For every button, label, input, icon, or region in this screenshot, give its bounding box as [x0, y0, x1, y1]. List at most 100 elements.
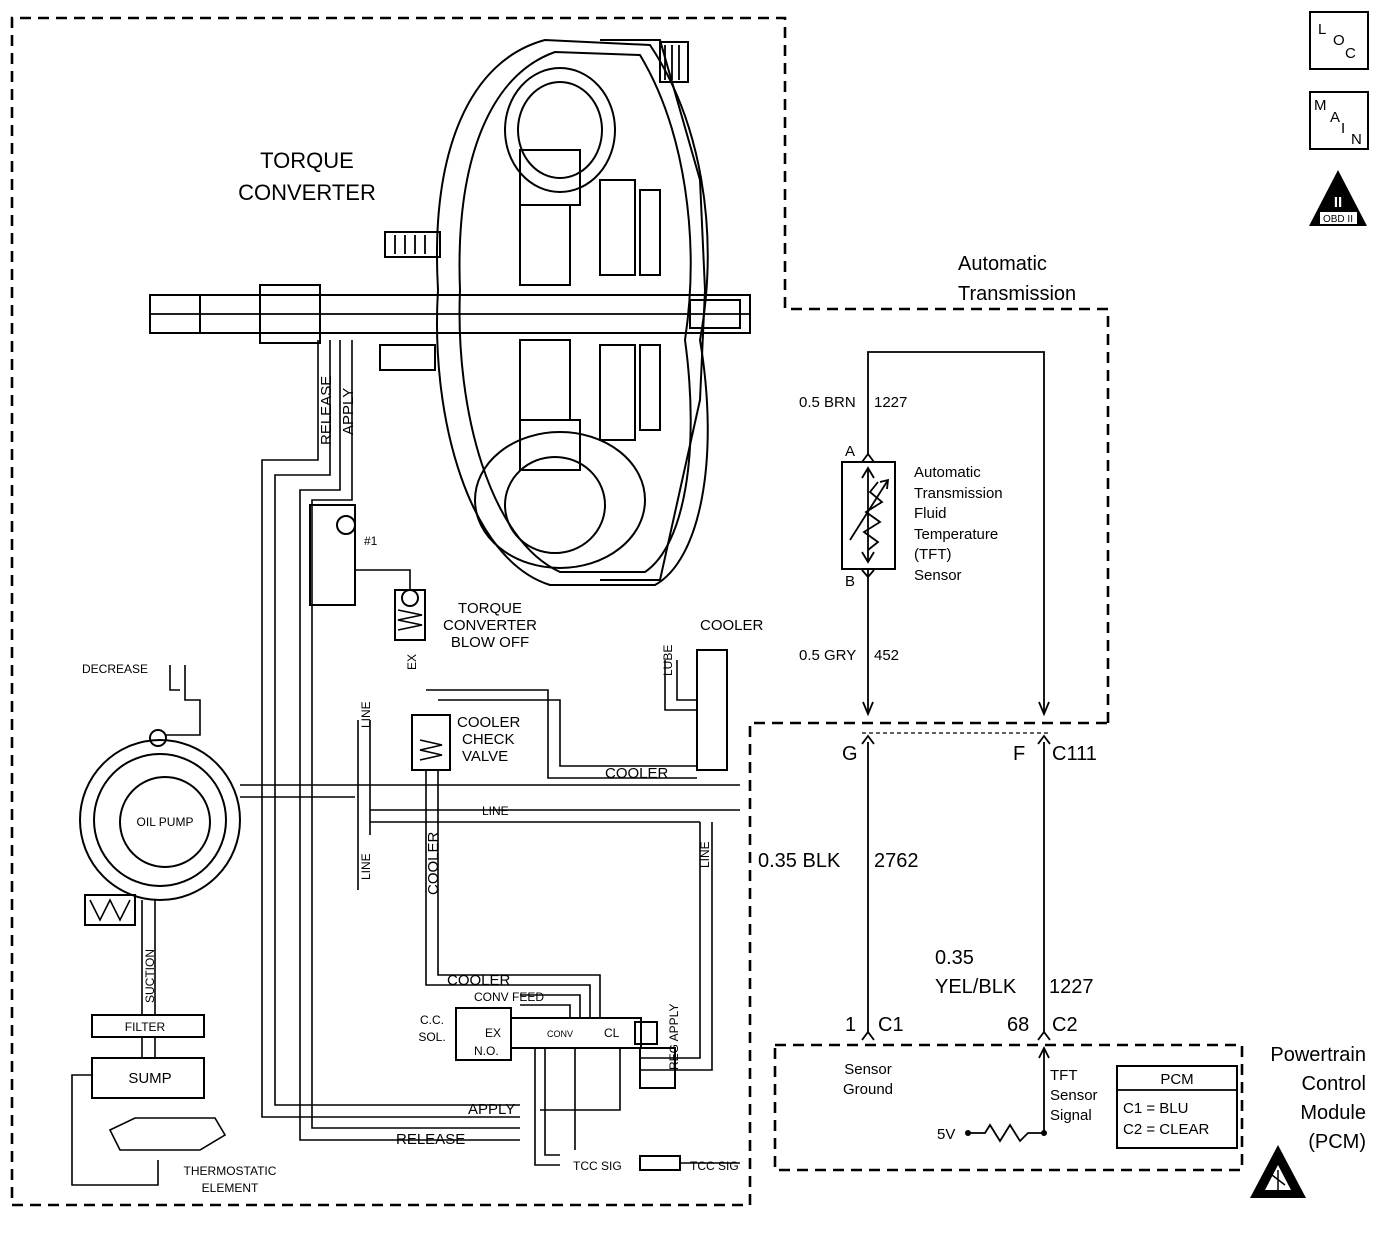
- tft-signal-label-3: Signal: [1050, 1107, 1092, 1124]
- oil-pump-label: OIL PUMP: [137, 815, 194, 829]
- pcm-title-3: Module: [1300, 1102, 1366, 1124]
- connector-pin-g: G: [842, 743, 858, 765]
- pcm-legend-header: PCM: [1160, 1071, 1193, 1088]
- connector-c111-label: C111: [1052, 743, 1097, 765]
- ref-voltage-label: 5V: [937, 1126, 955, 1143]
- release-label: RELEASE: [318, 376, 335, 445]
- pcm-internal-circuit: [965, 1045, 1050, 1143]
- filter-label: FILTER: [125, 1020, 166, 1034]
- svg-text:L: L: [1318, 21, 1326, 38]
- lube-label: LUBE: [661, 645, 675, 676]
- wire-right-gauge-2: YEL/BLK: [935, 976, 1017, 998]
- sensor-ground-label-1: Sensor: [844, 1061, 892, 1078]
- cl-label: CL: [604, 1026, 620, 1040]
- apply-bottom-label: APPLY: [468, 1101, 515, 1118]
- cooler-vertical-label: COOLER: [425, 831, 442, 895]
- sensor-name-2: Transmission: [914, 485, 1003, 502]
- line-label-1: LINE: [359, 701, 373, 728]
- pcm-conn-c1: C1: [878, 1014, 904, 1036]
- hydraulic-lines: [71, 340, 740, 1186]
- cooler-label: COOLER: [700, 617, 764, 634]
- pcm-boundary: [773, 1043, 1244, 1172]
- torque-converter-title-2: CONVERTER: [238, 180, 376, 205]
- pcm-title-4: (PCM): [1308, 1131, 1366, 1153]
- thermostatic-label-2: ELEMENT: [202, 1181, 259, 1195]
- wire-right-gauge-1: 0.35: [935, 947, 974, 969]
- line-label-2: LINE: [359, 853, 373, 880]
- torque-converter-drawing: [149, 38, 751, 586]
- exhaust-label: EX: [405, 654, 419, 670]
- wire-bottom-gauge: 0.5 GRY: [799, 647, 856, 664]
- pcm-legend-row-1: C1 = BLU: [1123, 1100, 1188, 1117]
- obd-ii-icon[interactable]: II OBD II: [1309, 170, 1367, 226]
- svg-text:N: N: [1351, 131, 1362, 148]
- sensor-name-3: Fluid: [914, 505, 947, 522]
- pcm-conn-c2: C2: [1052, 1014, 1078, 1036]
- pcm-pin-1: 1: [845, 1014, 856, 1036]
- sensor-name-4: Temperature: [914, 526, 998, 543]
- wire-left-circuit: 2762: [874, 850, 919, 872]
- tft-signal-label-2: Sensor: [1050, 1087, 1098, 1104]
- wire-right-circuit: 1227: [1049, 976, 1094, 998]
- cooler-check-label-3: VALVE: [462, 748, 508, 765]
- tcc-sig-label-1: TCC SIG: [573, 1159, 622, 1173]
- sensor-name-6: Sensor: [914, 567, 962, 584]
- cc-sol-label-2: SOL.: [418, 1030, 445, 1044]
- check-ball-label: #1: [364, 534, 378, 548]
- tft-sensor: [841, 461, 896, 570]
- svg-text:O: O: [1333, 32, 1345, 49]
- wire-top-circuit: 1227: [874, 394, 907, 411]
- blow-off-label-2: CONVERTER: [443, 617, 537, 634]
- svg-text:M: M: [1314, 97, 1327, 114]
- reg-apply-label: REG APPLY: [667, 1004, 681, 1070]
- svg-text:I: I: [1341, 120, 1345, 137]
- wire-left-gauge: 0.35 BLK: [758, 850, 841, 872]
- decrease-label: DECREASE: [82, 662, 148, 676]
- sol-exhaust-label: EX: [485, 1026, 501, 1040]
- blow-off-label-1: TORQUE: [458, 600, 522, 617]
- blow-off-label-3: BLOW OFF: [451, 634, 529, 651]
- tft-signal-label-1: TFT: [1050, 1067, 1078, 1084]
- svg-text:OBD II: OBD II: [1323, 214, 1353, 225]
- sump-label: SUMP: [128, 1070, 171, 1087]
- conv-feed-label: CONV FEED: [474, 990, 544, 1004]
- sensor-ground-label-2: Ground: [843, 1081, 893, 1098]
- transmission-boundary: [10, 16, 1110, 1207]
- cooler-check-label-1: COOLER: [457, 714, 521, 731]
- torque-converter-title: TORQUE: [260, 148, 354, 173]
- apply-label: APPLY: [340, 388, 357, 435]
- suction-label: SUCTION: [143, 949, 157, 1003]
- tcc-sig-label-2: TCC SIG: [690, 1159, 739, 1173]
- sensor-name-1: Automatic: [914, 464, 981, 481]
- pcm-legend: PCM C1 = BLU C2 = CLEAR: [1116, 1065, 1238, 1149]
- pcm-legend-row-2: C2 = CLEAR: [1123, 1121, 1209, 1138]
- cooler-check-label-2: CHECK: [462, 731, 515, 748]
- cooler-line-label: COOLER: [605, 765, 669, 782]
- pcm-title-2: Control: [1302, 1073, 1366, 1095]
- conv-label: CONV: [547, 1029, 573, 1039]
- svg-text:A: A: [1330, 109, 1340, 126]
- svg-text:C: C: [1345, 45, 1356, 62]
- normally-open-label: N.O.: [474, 1044, 499, 1058]
- electrical-wires: [861, 351, 1051, 1041]
- pin-b-label: B: [845, 573, 855, 590]
- svg-text:II: II: [1334, 194, 1342, 211]
- esd-warning-icon: [1250, 1145, 1306, 1198]
- wire-bottom-circuit: 452: [874, 647, 899, 664]
- sensor-name-5: (TFT): [914, 546, 951, 563]
- cooler-feed-label: COOLER: [447, 972, 511, 989]
- hydraulic-labels: RELEASE APPLY #1 TORQUE CONVERTER BLOW O…: [82, 376, 764, 1195]
- transmission-title-2: Transmission: [958, 283, 1076, 305]
- line-label-3: LINE: [482, 804, 509, 818]
- line-label-4: LINE: [698, 841, 712, 868]
- main-icon[interactable]: M A I N: [1309, 91, 1369, 150]
- release-bottom-label: RELEASE: [396, 1131, 465, 1148]
- cc-sol-label-1: C.C.: [420, 1013, 444, 1027]
- loc-icon[interactable]: L O C: [1309, 11, 1369, 70]
- pcm-title-1: Powertrain: [1270, 1044, 1366, 1066]
- pcm-pin-68: 68: [1007, 1014, 1029, 1036]
- connector-pin-f: F: [1013, 743, 1025, 765]
- transmission-title: Automatic: [958, 253, 1047, 275]
- pin-a-label: A: [845, 443, 855, 460]
